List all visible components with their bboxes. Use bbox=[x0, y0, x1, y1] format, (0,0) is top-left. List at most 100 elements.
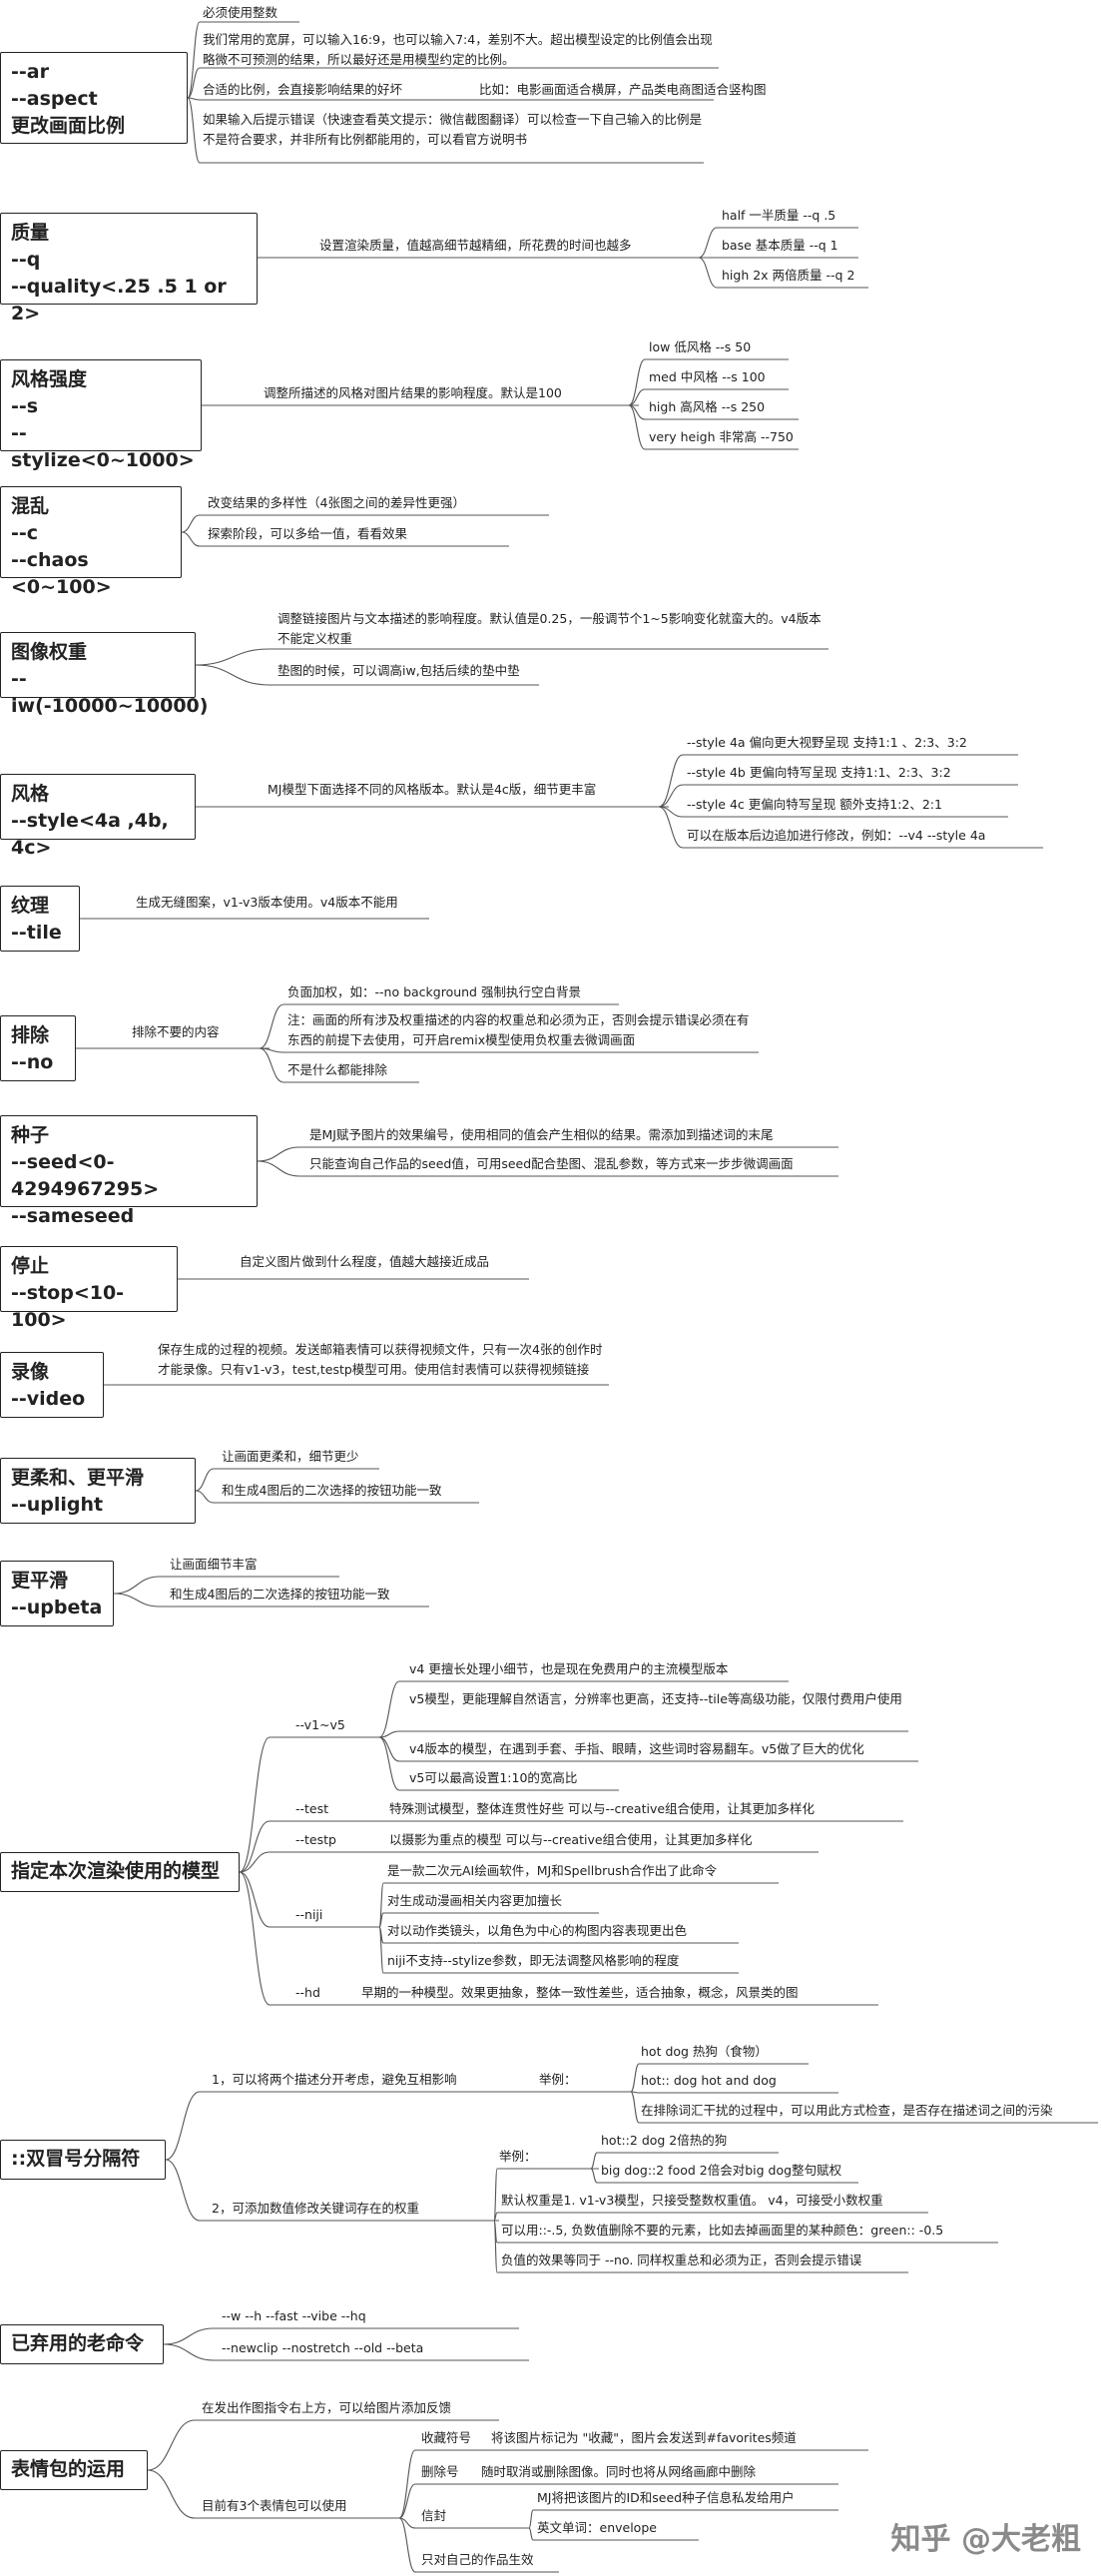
emoji-item-3-value: MJ将把该图片的ID和seed种子信息私发给用户 bbox=[537, 2490, 795, 2505]
connector bbox=[590, 2168, 858, 2184]
node-double-colon: ::双冒号分隔符 bbox=[0, 2140, 166, 2180]
connector bbox=[195, 1468, 379, 1492]
connector bbox=[398, 2517, 559, 2573]
connector bbox=[113, 1593, 429, 1608]
stop-desc: 自定义图片做到什么程度，值越大越接近成品 bbox=[240, 1254, 490, 1269]
emoji-branch-2: 目前有3个表情包可以使用 bbox=[202, 2498, 347, 2513]
connector bbox=[113, 1576, 339, 1595]
model-hd: --hd bbox=[295, 1985, 320, 2000]
no-branch-1: 负面加权，如：--no background 强制执行空白背景 bbox=[287, 984, 581, 999]
node-image-weight: 图像权重 --iw(-10000~10000) bbox=[0, 632, 208, 717]
connector bbox=[163, 2327, 519, 2345]
stylize-desc: 调整所描述的风格对图片结果的影响程度。默认是100 bbox=[264, 385, 562, 400]
connector bbox=[259, 1003, 619, 1049]
connector bbox=[398, 2449, 868, 2519]
connector bbox=[239, 1851, 379, 1873]
emoji-item-1-key: 收藏符号 bbox=[421, 2430, 472, 2445]
node-deprecated: 已弃用的老命令 bbox=[0, 2324, 164, 2364]
ar-branch-1: 必须使用整数 bbox=[203, 5, 278, 20]
node-seed: 种子 --seed<0-4294967295> --sameseed bbox=[0, 1115, 258, 1227]
dcolon-p2: 2，可添加数值修改关键词存在的权重 bbox=[212, 2201, 419, 2216]
connector bbox=[398, 2483, 838, 2519]
model-test-desc: 特殊测试模型，整体连贯性好些 可以与--creative组合使用，让其更加多样化 bbox=[389, 1801, 816, 1816]
dcolon-p1-item-2: hot:: dog hot and dog bbox=[641, 2073, 777, 2088]
model-testp: --testp bbox=[295, 1832, 336, 1847]
node-model: 指定本次渲染使用的模型 bbox=[0, 1852, 240, 1892]
ar-branch-3-example: 比如：电影画面适合横屏，产品类电商图适合竖构图 bbox=[479, 82, 767, 97]
ar-branch-3: 合适的比例，会直接影响结果的好坏 bbox=[203, 82, 403, 97]
connector bbox=[628, 404, 799, 420]
upbeta-branch-1: 让画面细节丰富 bbox=[170, 1557, 258, 1572]
model-test: --test bbox=[295, 1801, 329, 1816]
chaos-branch-2: 探索阶段，可以多给一值，看看效果 bbox=[208, 526, 408, 541]
connector bbox=[528, 2527, 699, 2541]
model-hd-desc: 早期的一种模型。效果更抽象，整体一致性差些，适合抽象，概念，风景类的图 bbox=[361, 1985, 799, 2000]
connector bbox=[163, 2343, 529, 2361]
chaos-branch-1: 改变结果的多样性（4张图之间的差异性更强） bbox=[208, 495, 465, 510]
ar-branch-2: 我们常用的宽屏，可以输入16:9，也可以输入7:4，差别不大。超出模型设定的比例… bbox=[203, 32, 713, 67]
video-desc: 保存生成的过程的视频。发送邮箱表情可以获得视频文件，只有一次4张的创作时才能录像… bbox=[158, 1342, 603, 1377]
connector bbox=[378, 1680, 789, 1738]
emoji-item-3-value-2: 英文单词：envelope bbox=[537, 2520, 657, 2535]
model-v-item-4: v5可以最高设置1:10的宽高比 bbox=[409, 1770, 578, 1785]
uplight-branch-2: 和生成4图后的二次选择的按钮功能一致 bbox=[222, 1483, 442, 1498]
node-uplight: 更柔和、更平滑 --uplight bbox=[0, 1458, 196, 1524]
connector bbox=[378, 1730, 908, 1738]
connector bbox=[698, 227, 858, 259]
node-aspect: --ar --aspect 更改画面比例 bbox=[0, 52, 188, 144]
emoji-item-1-value: 将该图片标记为 "收藏"，图片会发送到#favorites频道 bbox=[491, 2430, 797, 2445]
connector bbox=[658, 806, 1043, 849]
connector bbox=[195, 664, 539, 686]
uplight-branch-1: 让画面更柔和，细节更少 bbox=[222, 1449, 359, 1464]
no-branch-2: 注：画面的所有涉及权重描述的内容的权重总和必须为正，否则会提示错误必须在有东西的… bbox=[287, 1012, 750, 1047]
node-no: 排除 --no bbox=[0, 1015, 76, 1081]
node-tile: 纹理 --tile bbox=[0, 886, 80, 952]
quality-opt-3: high 2x 两倍质量 --q 2 bbox=[722, 268, 855, 283]
emoji-item-3-key: 信封 bbox=[421, 2508, 447, 2523]
connector bbox=[493, 2212, 928, 2222]
deprecated-row-1: --w --h --fast --vibe --hq bbox=[222, 2308, 366, 2323]
quality-opt-2: base 基本质量 --q 1 bbox=[722, 238, 838, 253]
connector bbox=[658, 784, 1018, 808]
stylize-opt-4: very heigh 非常高 --750 bbox=[649, 429, 794, 444]
style-opt-1: --style 4a 偏向更大视野呈现 支持1:1 、2:3、3:2 bbox=[687, 735, 967, 750]
quality-opt-1: half 一半质量 --q .5 bbox=[722, 208, 836, 223]
connector bbox=[528, 2509, 838, 2529]
model-niji-item-2: 对生成动漫画相关内容更加擅长 bbox=[387, 1893, 563, 1908]
dcolon-p1: 1，可以将两个描述分开考虑，避免互相影响 bbox=[212, 2072, 457, 2087]
connector bbox=[257, 1146, 838, 1162]
connector bbox=[378, 1736, 619, 1791]
seed-branch-2: 只能查询自己作品的seed值，可用seed配合垫图、混乱参数，等方式来一步步微调… bbox=[309, 1156, 794, 1171]
emoji-item-2-value: 随时取消或删除图像。同时也将从网络画廊中删除 bbox=[481, 2464, 757, 2479]
connector bbox=[493, 2168, 599, 2222]
connector bbox=[628, 404, 799, 450]
connector bbox=[239, 1820, 379, 1873]
connector bbox=[147, 2419, 499, 2471]
connector bbox=[187, 67, 719, 99]
model-v: --v1~v5 bbox=[295, 1717, 345, 1732]
connector bbox=[628, 388, 789, 406]
node-chaos: 混乱 --c --chaos <0~100> bbox=[0, 486, 182, 598]
connector bbox=[165, 2159, 499, 2222]
dcolon-p2-ex-item-1: hot::2 dog 2倍热的狗 bbox=[601, 2133, 728, 2148]
stylize-opt-1: low 低风格 --s 50 bbox=[649, 339, 752, 354]
connector bbox=[257, 1160, 838, 1177]
emoji-branch-3: 只对自己的作品生效 bbox=[421, 2552, 534, 2567]
node-video: 录像 --video bbox=[0, 1352, 104, 1418]
seed-branch-1: 是MJ赋予图片的效果编号，使用相同的值会产生相似的结果。需添加到描述词的末尾 bbox=[309, 1127, 774, 1142]
connector bbox=[239, 1871, 379, 1928]
connector bbox=[493, 2220, 908, 2273]
connector bbox=[259, 1047, 419, 1083]
connector bbox=[181, 531, 509, 547]
connector bbox=[147, 2469, 399, 2519]
connector bbox=[187, 97, 714, 101]
connector bbox=[630, 2091, 1098, 2124]
iw-branch-2: 垫图的时候，可以调高iw,包括后续的垫中垫 bbox=[277, 663, 520, 678]
node-quality: 质量 --q --quality<.25 .5 1 or 2> bbox=[0, 213, 258, 324]
model-niji-item-1: 是一款二次元AI绘画软件，MJ和Spellbrush合作出了此命令 bbox=[387, 1863, 718, 1878]
deprecated-row-2: --newclip --nostretch --old --beta bbox=[222, 2340, 424, 2355]
tile-desc: 生成无缝图案，v1-v3版本使用。v4版本不能用 bbox=[136, 895, 398, 910]
model-v-item-3: v4版本的模型，在遇到手套、手指、眼睛，这些词时容易翻车。v5做了巨大的优化 bbox=[409, 1741, 864, 1756]
connector bbox=[630, 2091, 838, 2094]
